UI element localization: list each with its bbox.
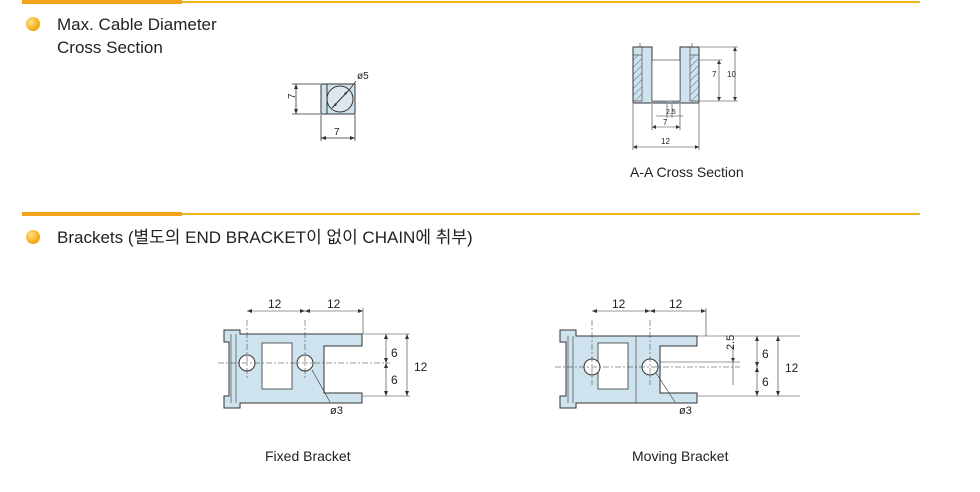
- aa-outer-height: 10: [727, 70, 736, 79]
- section1-title-line1: Max. Cable Diameter: [57, 15, 217, 34]
- moving-half1: 6: [762, 347, 769, 361]
- moving-offset: 2.5: [725, 335, 737, 350]
- section2-bullet-icon: [26, 230, 40, 244]
- fixed-half1: 6: [391, 346, 398, 360]
- section2-accent-bar: [22, 212, 182, 216]
- fixed-bracket-diagram: 12 12 6 6 12 ø3: [218, 297, 428, 417]
- moving-half2: 6: [762, 375, 769, 389]
- section1-bullet-icon: [26, 17, 40, 31]
- moving-pitch1: 12: [612, 297, 626, 311]
- fixed-pitch1: 12: [268, 297, 282, 311]
- moving-pitch2: 12: [669, 297, 683, 311]
- aa-outer-width: 12: [661, 137, 670, 146]
- section2-title: Brackets (별도의 END BRACKET이 없이 CHAIN에 취부): [57, 228, 473, 247]
- moving-bracket-diagram: 12 12 2.5 6 6 12 ø3: [555, 297, 800, 417]
- moving-bracket-caption: Moving Bracket: [632, 448, 729, 464]
- fixed-half2: 6: [391, 373, 398, 387]
- fixed-hole-label: ø3: [330, 405, 343, 417]
- aa-inner-width: 7: [663, 118, 668, 127]
- fixed-total: 12: [414, 360, 428, 374]
- cable-height-label: 7: [287, 93, 298, 99]
- cable-width-label: 7: [334, 127, 340, 138]
- fixed-bracket-caption: Fixed Bracket: [265, 448, 351, 464]
- section1-rule: [182, 1, 920, 3]
- moving-total: 12: [785, 361, 799, 375]
- aa-section-caption: A-A Cross Section: [630, 164, 744, 180]
- aa-cross-section-diagram: 7 10 2.5 7 12: [632, 43, 738, 150]
- fixed-pitch2: 12: [327, 297, 341, 311]
- cable-dia-label: ø5: [357, 71, 369, 82]
- section1-accent-bar: [22, 0, 182, 4]
- section1-title-line2: Cross Section: [57, 38, 163, 57]
- aa-inner-height: 7: [712, 70, 717, 79]
- aa-slot-label: 2.5: [666, 109, 676, 116]
- section2-rule: [182, 213, 920, 215]
- cable-diameter-diagram: ø5 7 7: [287, 71, 369, 141]
- moving-hole-label: ø3: [679, 405, 692, 417]
